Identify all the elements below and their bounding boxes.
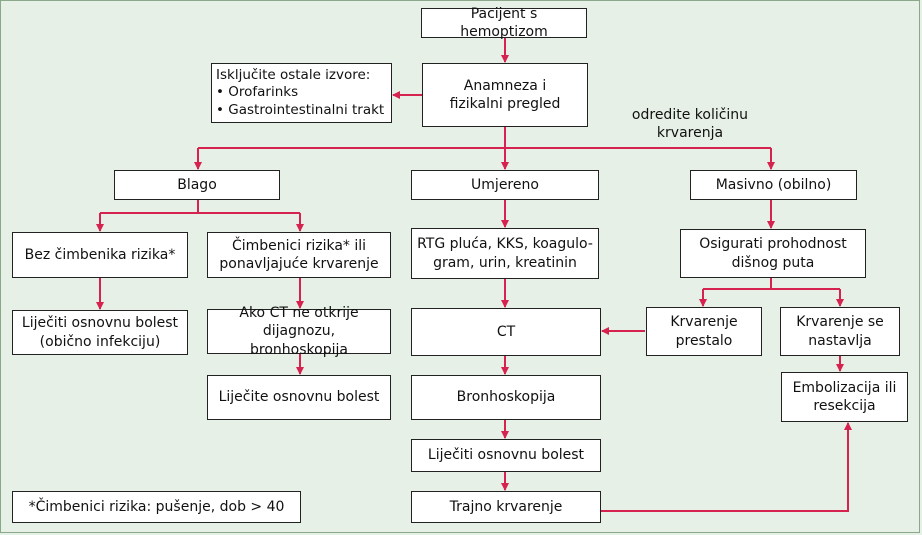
node-history: Anamneza i fizikalni pregled: [422, 63, 588, 127]
node-mild: Blago: [114, 170, 280, 200]
node-bleeding-stopped: Krvarenje prestalo: [646, 307, 762, 356]
label-determine-amount: odredite količinu krvarenja: [631, 107, 749, 142]
node-bleeding-continues: Krvarenje se nastavlja: [780, 307, 900, 356]
node-bronchoscopy: Bronhoskopija: [411, 375, 601, 420]
node-embolization: Embolizacija ili resekcija: [781, 372, 908, 422]
node-moderate-tests: RTG pluća, KKS, koagulo- gram, urin, kre…: [411, 228, 599, 279]
node-treat-infection: Liječiti osnovnu bolest (obično infekcij…: [12, 310, 188, 355]
node-airway: Osigurati prohodnost dišnog puta: [680, 229, 866, 278]
footnote-risk-factors: *Čimbenici rizika: pušenje, dob > 40: [12, 491, 301, 523]
node-treat-underlying-1: Liječite osnovnu bolest: [207, 375, 391, 420]
node-exclude-sources: Isključite ostale izvore: • Orofarinks •…: [211, 63, 392, 123]
node-no-risk: Bez čimbenika rizika*: [12, 232, 188, 278]
connector-airway-split: [703, 278, 840, 290]
arrow-persistent-to-embolization: [601, 422, 852, 512]
connector-mild-split: [100, 200, 300, 214]
node-moderate: Umjereno: [411, 170, 599, 200]
node-ct-bronchoscopy: Ako CT ne otkrije dijagnozu, bronhoskopi…: [207, 305, 391, 358]
node-ct: CT: [411, 308, 601, 356]
node-massive: Masivno (obilno): [690, 170, 857, 200]
node-risk: Čimbenici rizika* ili ponavljajuće krvar…: [207, 232, 391, 278]
node-persistent-bleeding: Trajno krvarenje: [411, 491, 601, 523]
node-patient: Pacijent s hemoptizom: [421, 6, 587, 40]
node-treat-underlying-2: Liječiti osnovnu bolest: [411, 439, 601, 472]
